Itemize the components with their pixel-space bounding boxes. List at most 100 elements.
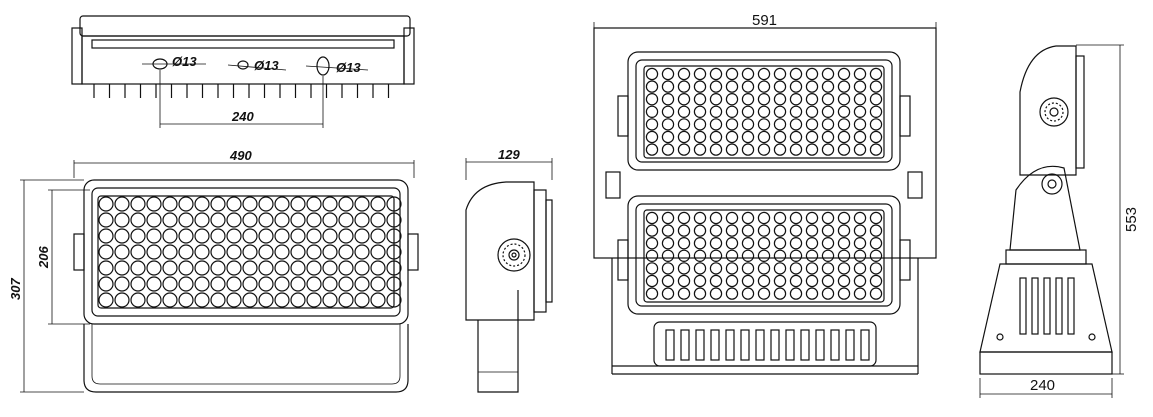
side-pivot-outer bbox=[497, 238, 531, 272]
double-bracket-frame bbox=[593, 27, 937, 259]
front-view bbox=[20, 160, 419, 393]
led-lens bbox=[677, 92, 691, 106]
led-lens bbox=[354, 228, 370, 244]
led-lens bbox=[757, 211, 771, 225]
led-lens bbox=[645, 143, 659, 156]
led-lens bbox=[789, 249, 803, 262]
led-lens bbox=[162, 260, 178, 276]
led-lens bbox=[274, 276, 290, 292]
led-lens bbox=[661, 262, 675, 275]
led-lens bbox=[661, 224, 675, 237]
led-lens bbox=[386, 276, 402, 292]
lower-right-bracket bbox=[899, 239, 911, 281]
led-lens bbox=[194, 212, 210, 228]
front-yoke-inner bbox=[91, 324, 401, 385]
led-lens bbox=[242, 260, 258, 276]
led-lens bbox=[741, 130, 755, 144]
side-housing bbox=[465, 181, 535, 321]
led-lens bbox=[837, 224, 851, 237]
heatsink-fin bbox=[830, 329, 840, 361]
led-lens bbox=[661, 105, 675, 119]
led-lens bbox=[773, 130, 787, 144]
led-lens bbox=[869, 262, 883, 275]
side-pivot-teeth bbox=[502, 243, 526, 267]
led-lens bbox=[274, 292, 290, 308]
led-lens bbox=[370, 276, 386, 292]
tall-upper-lens bbox=[1075, 55, 1085, 169]
led-lens bbox=[370, 228, 386, 244]
led-lens bbox=[322, 228, 338, 244]
led-lens bbox=[837, 80, 851, 93]
led-lens bbox=[709, 143, 723, 156]
led-lens bbox=[242, 228, 258, 244]
led-lens bbox=[709, 130, 723, 144]
led-lens bbox=[741, 249, 755, 262]
led-lens bbox=[274, 196, 290, 212]
led-lens bbox=[162, 292, 178, 308]
heatsink-fin bbox=[755, 329, 765, 361]
front-yoke bbox=[83, 324, 409, 393]
top-view-fins bbox=[93, 84, 390, 98]
led-lens bbox=[194, 228, 210, 244]
led-lens bbox=[789, 130, 803, 144]
led-lens bbox=[709, 67, 723, 81]
led-lens bbox=[869, 249, 883, 262]
led-lens bbox=[837, 249, 851, 262]
led-lens bbox=[322, 212, 338, 228]
led-lens bbox=[645, 80, 659, 93]
led-lens bbox=[210, 212, 226, 228]
tall-upper-pivot bbox=[1039, 97, 1069, 127]
led-lens bbox=[677, 224, 691, 237]
led-lens bbox=[370, 260, 386, 276]
dim-width-front: 490 bbox=[229, 148, 252, 163]
top-view-cover bbox=[79, 15, 411, 37]
led-lens bbox=[645, 118, 659, 131]
led-lens bbox=[773, 274, 787, 288]
led-lens bbox=[661, 118, 675, 131]
led-lens bbox=[146, 292, 162, 308]
led-lens bbox=[322, 244, 338, 260]
hole-right-label: Ø13 bbox=[336, 60, 361, 75]
upper-module-lens bbox=[643, 65, 885, 159]
lower-left-bracket bbox=[617, 239, 629, 281]
led-lens bbox=[837, 274, 851, 288]
dim-base-width: 240 bbox=[1030, 377, 1055, 394]
tall-base-foot bbox=[979, 351, 1113, 375]
base-slot bbox=[1043, 277, 1051, 335]
led-lens bbox=[773, 224, 787, 237]
led-lens bbox=[805, 211, 819, 225]
led-lens bbox=[725, 105, 739, 119]
led-lens bbox=[114, 196, 130, 212]
led-lens bbox=[789, 211, 803, 225]
heatsink-fin bbox=[815, 329, 825, 361]
led-lens bbox=[757, 105, 771, 119]
dim-height-panel: 206 bbox=[36, 246, 51, 269]
led-lens bbox=[821, 118, 835, 131]
led-lens bbox=[821, 80, 835, 93]
base-slot bbox=[1031, 277, 1039, 335]
led-lens bbox=[725, 118, 739, 131]
led-lens bbox=[194, 260, 210, 276]
lower-module-lens bbox=[643, 209, 885, 303]
led-lens bbox=[290, 276, 306, 292]
led-lens bbox=[837, 105, 851, 119]
led-lens bbox=[773, 105, 787, 119]
led-lens bbox=[114, 244, 130, 260]
led-lens bbox=[290, 228, 306, 244]
led-lens bbox=[194, 244, 210, 260]
led-lens bbox=[661, 67, 675, 81]
led-lens bbox=[725, 130, 739, 144]
led-lens bbox=[693, 80, 707, 93]
led-lens bbox=[725, 287, 739, 300]
led-lens bbox=[789, 143, 803, 156]
led-lens bbox=[226, 292, 242, 308]
led-lens bbox=[821, 224, 835, 237]
led-lens bbox=[98, 292, 114, 308]
led-lens bbox=[709, 211, 723, 225]
led-lens bbox=[869, 287, 883, 300]
top-view-rail bbox=[91, 39, 395, 49]
led-lens bbox=[322, 292, 338, 308]
led-lens bbox=[837, 287, 851, 300]
led-lens bbox=[741, 211, 755, 225]
